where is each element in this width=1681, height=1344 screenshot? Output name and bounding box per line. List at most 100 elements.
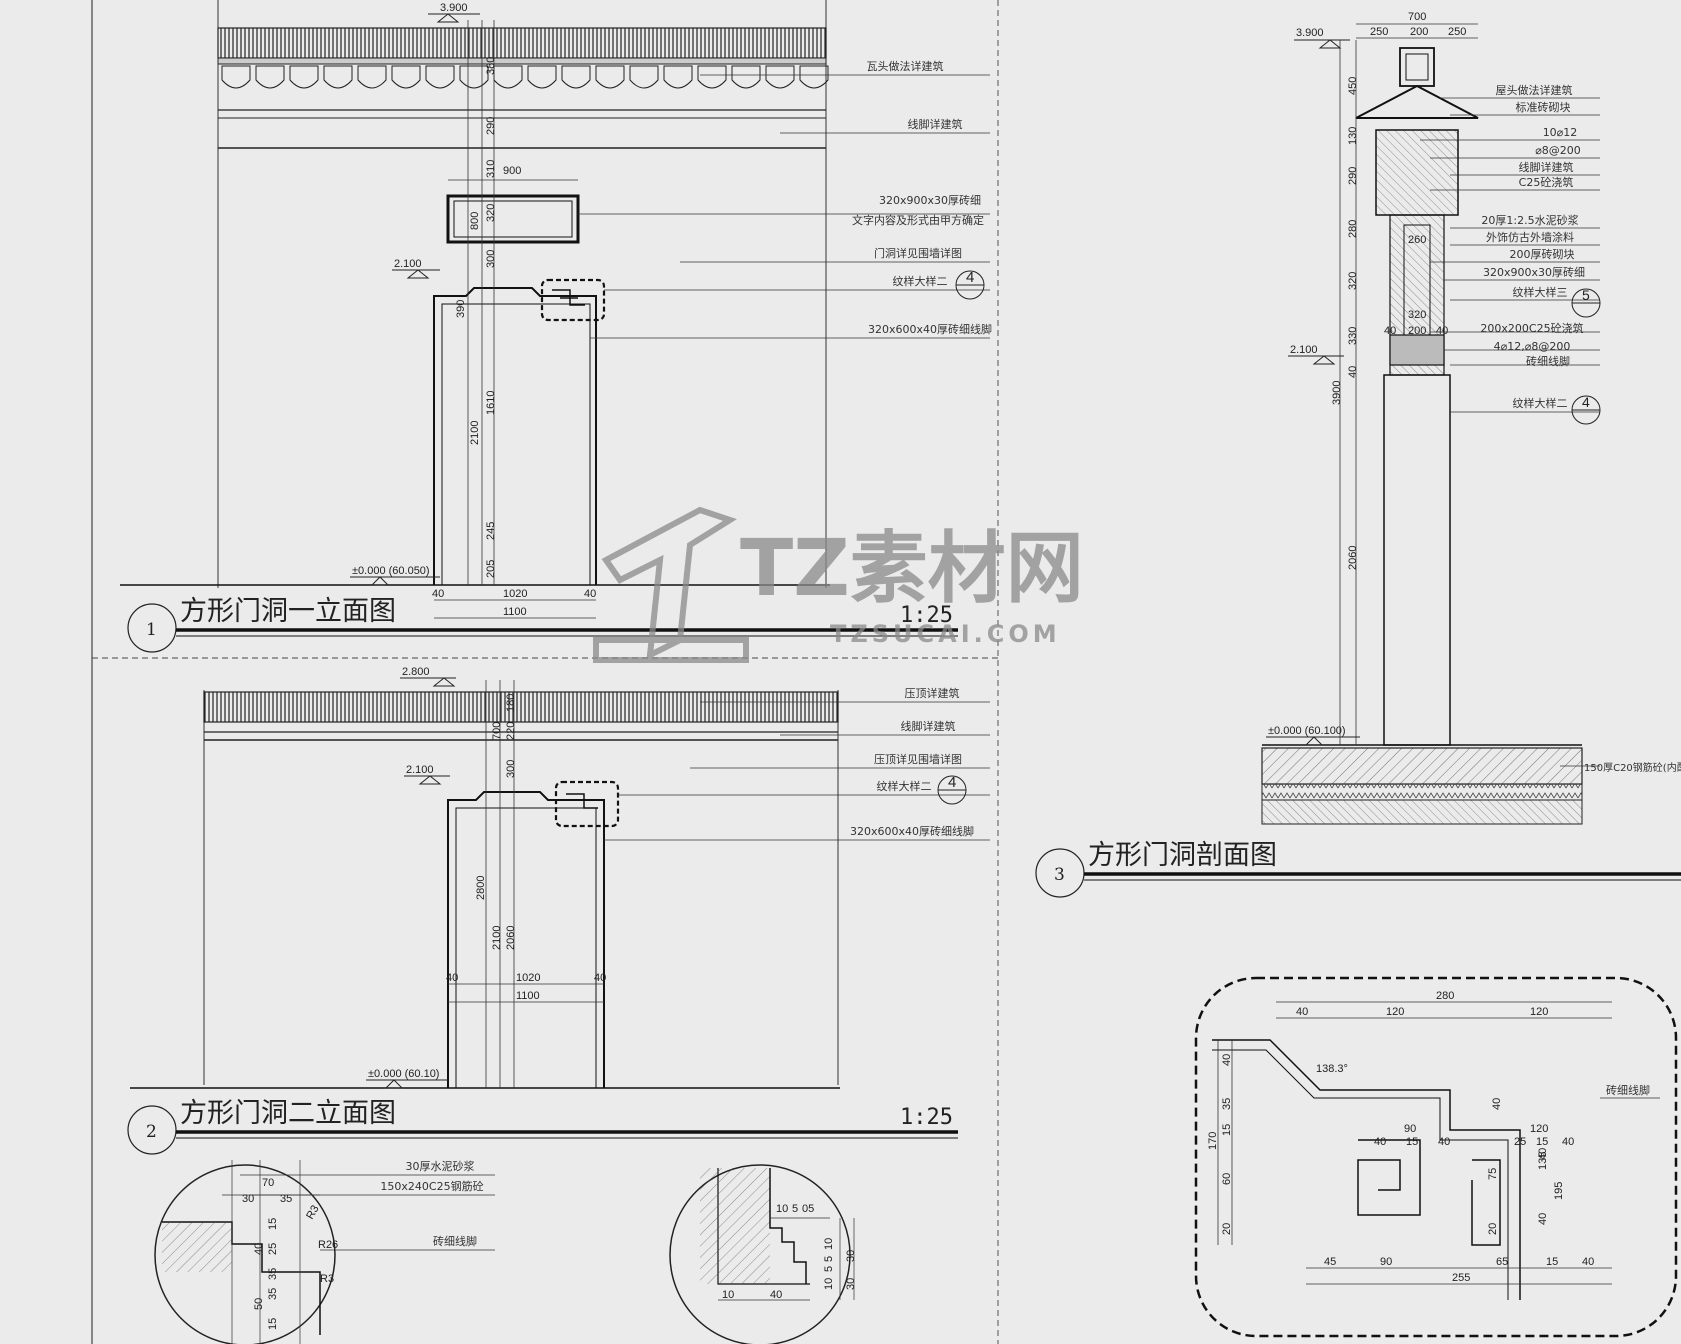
v2-number-circle xyxy=(127,1105,177,1155)
dc-dim-5b: 5 xyxy=(823,1266,835,1272)
da-dim-i120: 120 xyxy=(1530,1123,1548,1135)
v2-dim-700: 700 xyxy=(491,722,503,740)
db-dim-r26: R26 xyxy=(318,1239,338,1251)
da-dim-i20: 20 xyxy=(1487,1223,1499,1235)
v3-section-ref-4: 4 xyxy=(1571,394,1601,425)
da-dim-b65: 65 xyxy=(1496,1256,1508,1268)
tile-end xyxy=(289,65,319,89)
v1-note-pattern: 纹样大样二 xyxy=(893,274,948,288)
v3-note-11: 200x200C25砼浇筑 xyxy=(1480,321,1583,335)
v2-scale: 1:25 xyxy=(900,1105,953,1130)
v2-note-coping: 压顶详建筑 xyxy=(905,686,960,700)
db-dim-25: 25 xyxy=(267,1243,279,1255)
v3-dim-250a: 250 xyxy=(1370,26,1388,38)
da-dim-120a: 120 xyxy=(1386,1006,1404,1018)
v1-dim-1100: 1100 xyxy=(503,606,527,618)
v3-note-2: 10⌀12 xyxy=(1543,126,1578,139)
v3-note-5: C25砼浇筑 xyxy=(1519,175,1574,189)
da-dim-i90: 90 xyxy=(1404,1123,1416,1135)
v3-dim-250b: 250 xyxy=(1448,26,1466,38)
svg-text:4: 4 xyxy=(966,269,974,286)
v1-dim-1020: 1020 xyxy=(503,588,527,600)
v2-dim-1100: 1100 xyxy=(516,990,540,1002)
da-dim-i40f: 40 xyxy=(1537,1148,1549,1160)
da-note-trim: 砖细线脚 xyxy=(1606,1083,1650,1097)
v3-dim-130: 130 xyxy=(1347,127,1359,145)
svg-text:2.100: 2.100 xyxy=(394,258,422,270)
v2-elev-mid: 2.100 xyxy=(404,764,450,785)
v2-note-pattern: 纹样大样二 xyxy=(877,779,932,793)
v1-scale: 1:25 xyxy=(900,603,953,628)
tile-end xyxy=(561,65,591,89)
tile-end xyxy=(765,65,795,89)
v2-detail-ref-bubble: 4 xyxy=(937,774,967,805)
db-dim-35b: 35 xyxy=(267,1268,279,1280)
v2-elev-top: 2.800 xyxy=(400,666,456,687)
v1-dim-2100: 2100 xyxy=(469,421,481,445)
da-dim-i15b: 15 xyxy=(1536,1136,1548,1148)
svg-text:5: 5 xyxy=(1582,287,1590,303)
v2-dim-b40-left: 40 xyxy=(446,972,458,984)
da-dim-b45: 45 xyxy=(1324,1256,1336,1268)
v3-dim-200b: 200 xyxy=(1408,325,1426,337)
v3-note-8: 200厚砖砌块 xyxy=(1510,247,1575,261)
v1-dim-205: 205 xyxy=(485,560,497,578)
v1-title: 方形门洞一立面图 xyxy=(180,596,396,627)
watermark: TZ素材网 TZSUCAI.COM xyxy=(593,506,1084,663)
tile-end xyxy=(391,65,421,89)
v1-note-plaque: 320x900x30厚砖细 xyxy=(879,193,981,207)
dc-dim-10d: 10 xyxy=(722,1289,734,1301)
sheet-frame xyxy=(91,0,999,1344)
db-dim-35: 35 xyxy=(280,1193,292,1205)
elevation-view-2: 180 220 700 300 2800 2100 2060 40 1020 4… xyxy=(127,666,990,1155)
v3-dim-200: 200 xyxy=(1410,26,1428,38)
tile-end xyxy=(357,65,387,89)
v2-dim-2060: 2060 xyxy=(505,926,517,950)
dc-dim-05: 05 xyxy=(802,1203,814,1215)
v3-dim-40: 40 xyxy=(1347,366,1359,378)
v2-dim-2100: 2100 xyxy=(491,926,503,950)
v3-note-7: 外饰仿古外墙涂料 xyxy=(1486,230,1574,244)
tile-end xyxy=(493,65,523,89)
db-dim-r3: R3 xyxy=(320,1273,334,1285)
v1-elev-top: 3.900 xyxy=(428,2,480,23)
db-note-mortar: 30厚水泥砂浆 xyxy=(406,1159,475,1173)
v3-dim-700: 700 xyxy=(1408,11,1426,23)
v1-dim-b40-left: 40 xyxy=(432,588,444,600)
tile-end xyxy=(221,65,251,89)
da-dim-b255: 255 xyxy=(1452,1272,1470,1284)
da-dim-i75: 75 xyxy=(1487,1168,1499,1180)
v1-number-circle xyxy=(127,603,177,653)
v3-note-14: 纹样大样二 xyxy=(1513,396,1568,410)
da-angle: 138.3° xyxy=(1316,1063,1348,1075)
da-dim-280: 280 xyxy=(1436,990,1454,1002)
da-dim-b15: 15 xyxy=(1546,1256,1558,1268)
v2-note-coping-detail: 压顶详见围墙详图 xyxy=(874,752,962,766)
v3-note-13: 砖细线脚 xyxy=(1526,354,1570,368)
v1-note-molding: 线脚详建筑 xyxy=(908,117,963,131)
svg-text:4: 4 xyxy=(1582,394,1590,410)
dc-dim-30b: 30 xyxy=(845,1278,857,1290)
v1-dim-900: 900 xyxy=(503,165,521,177)
v1-dim-245: 245 xyxy=(485,522,497,540)
v1-dim-380: 380 xyxy=(485,57,497,75)
v1-elev-mid: 2.100 xyxy=(392,258,440,279)
da-dim-i135: 135 xyxy=(1537,1152,1549,1170)
db-dim-r3b: R3 xyxy=(304,1203,321,1221)
v2-note-trim: 320x600x40厚砖细线脚 xyxy=(850,824,974,838)
v1-dim-390: 390 xyxy=(455,300,467,318)
svg-text:2.100: 2.100 xyxy=(406,764,434,776)
da-dim-40: 40 xyxy=(1296,1006,1308,1018)
db-note-trim: 砖细线脚 xyxy=(433,1234,477,1248)
watermark-brand: TZ素材网 xyxy=(740,524,1084,614)
db-dim-70: 70 xyxy=(262,1177,274,1189)
tile-end xyxy=(697,65,727,89)
v3-note-4: 线脚详建筑 xyxy=(1519,160,1574,174)
v3-elev-top: 3.900 xyxy=(1294,27,1350,49)
svg-text:4: 4 xyxy=(948,774,956,791)
svg-text:2.100: 2.100 xyxy=(1290,344,1318,356)
db-dim-30: 30 xyxy=(242,1193,254,1205)
v2-dim-300: 300 xyxy=(505,760,517,778)
da-dim-l35: 35 xyxy=(1221,1098,1233,1110)
da-dim-i40b: 40 xyxy=(1438,1136,1450,1148)
